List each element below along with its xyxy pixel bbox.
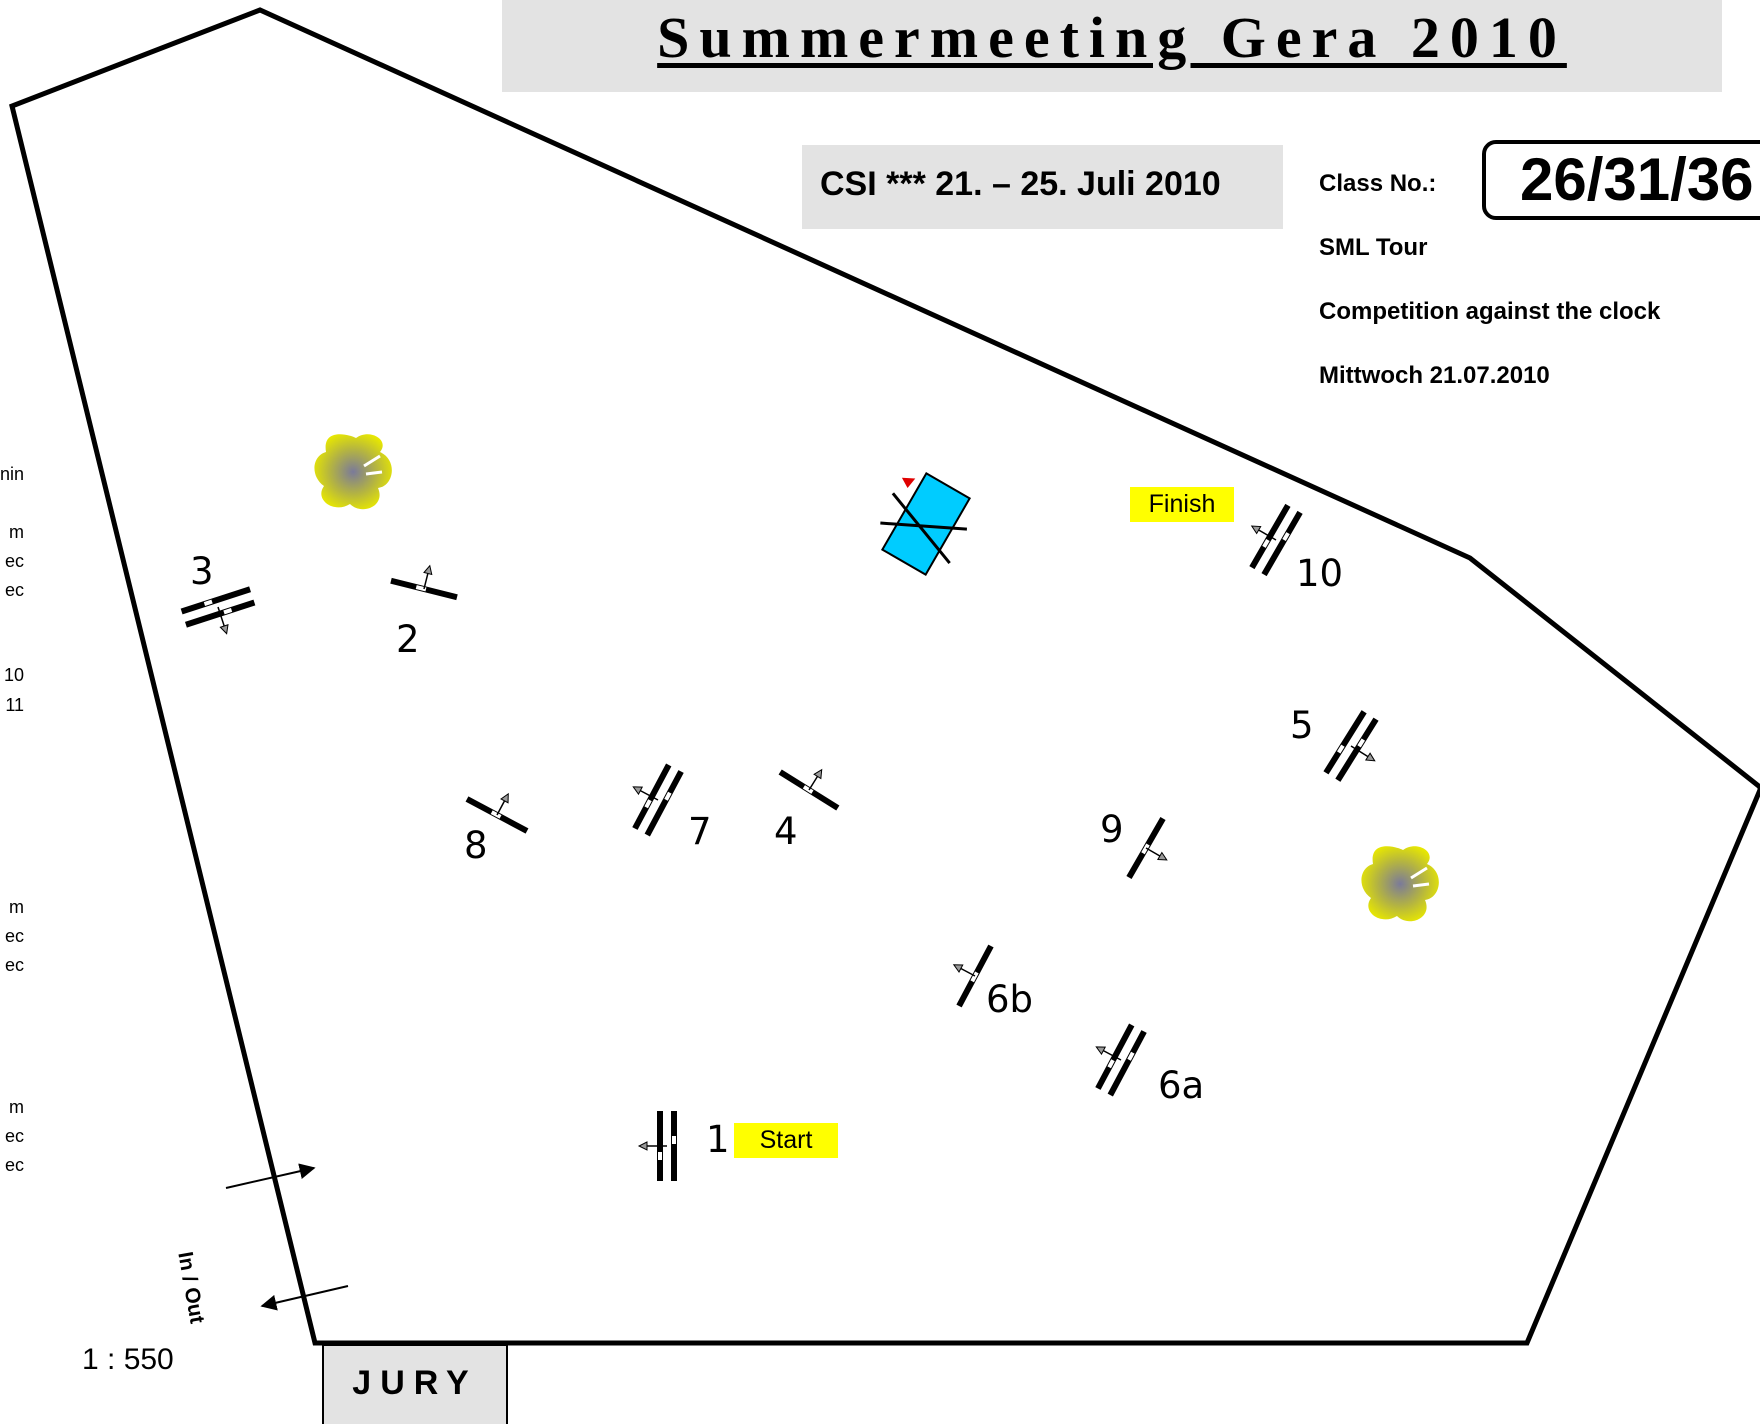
page-title: Summermeeting Gera 2010 [657,5,1567,70]
left-fragment: ec [4,955,24,975]
obstacle-5[interactable] [1323,710,1393,791]
jump-number-3: 3 [190,550,214,593]
left-fragment: m [9,522,24,542]
left-fragment: 10 [3,665,24,685]
obstacle-1[interactable] [637,1111,677,1181]
left-fragment: ec [4,551,24,571]
arena-boundary [9,7,1760,1346]
scale-label: 1 : 550 [82,1343,174,1376]
jump-number-9: 9 [1100,808,1124,851]
title-banner: Summermeeting Gera 2010 [502,0,1722,92]
left-fragment: ec [4,1155,24,1175]
left-fragment: m [9,1097,24,1117]
competition-type: Competition against the clock [1319,298,1661,325]
jump-number-4: 4 [774,810,798,853]
left-fragment: ec [4,580,24,600]
jump-number-7: 7 [688,810,712,853]
event-info: CSI *** 21. – 25. Juli 2010 [820,165,1221,203]
jump-number-6a: 6a [1158,1064,1205,1107]
jump-number-5: 5 [1290,704,1314,747]
event-banner: CSI *** 21. – 25. Juli 2010 [802,145,1283,229]
jump-number-6b: 6b [986,978,1034,1021]
obstacle-9[interactable] [1126,817,1183,889]
obstacle-3[interactable] [180,586,261,644]
obstacle-4[interactable] [778,752,851,811]
obstacle-2[interactable] [390,557,463,601]
left-fragment: 11 [5,695,24,715]
competition-date: Mittwoch 21.07.2010 [1319,362,1550,389]
obstacle-8[interactable] [465,778,539,834]
jump-number-10: 10 [1296,552,1344,595]
jump-number-2: 2 [396,618,420,661]
obstacle-6b[interactable] [938,935,994,1008]
tour-name: SML Tour [1319,234,1428,261]
obstacle-10[interactable] [1234,495,1303,577]
jump-number-8: 8 [464,824,488,867]
class-label: Class No.: [1319,170,1437,197]
water-jump [880,472,972,576]
start-marker: Start [734,1123,838,1158]
jury-box: JURY [322,1344,508,1424]
obstacle-6a[interactable] [1079,1015,1147,1097]
jump-number-1: 1 [706,1118,730,1161]
left-fragment: ec [4,926,24,946]
left-fragment: ec [4,1126,24,1146]
shrub-decoration-left [314,434,392,510]
class-number-box: 26/31/36 [1482,140,1760,220]
entrance-arrows [225,1163,349,1311]
finish-marker: Finish [1130,487,1234,522]
left-fragment: nin [0,464,25,484]
shrub-decoration-right [1361,846,1439,922]
obstacle-7[interactable] [616,755,684,837]
jury-label: JURY [352,1364,478,1402]
left-fragment: m [9,897,24,917]
